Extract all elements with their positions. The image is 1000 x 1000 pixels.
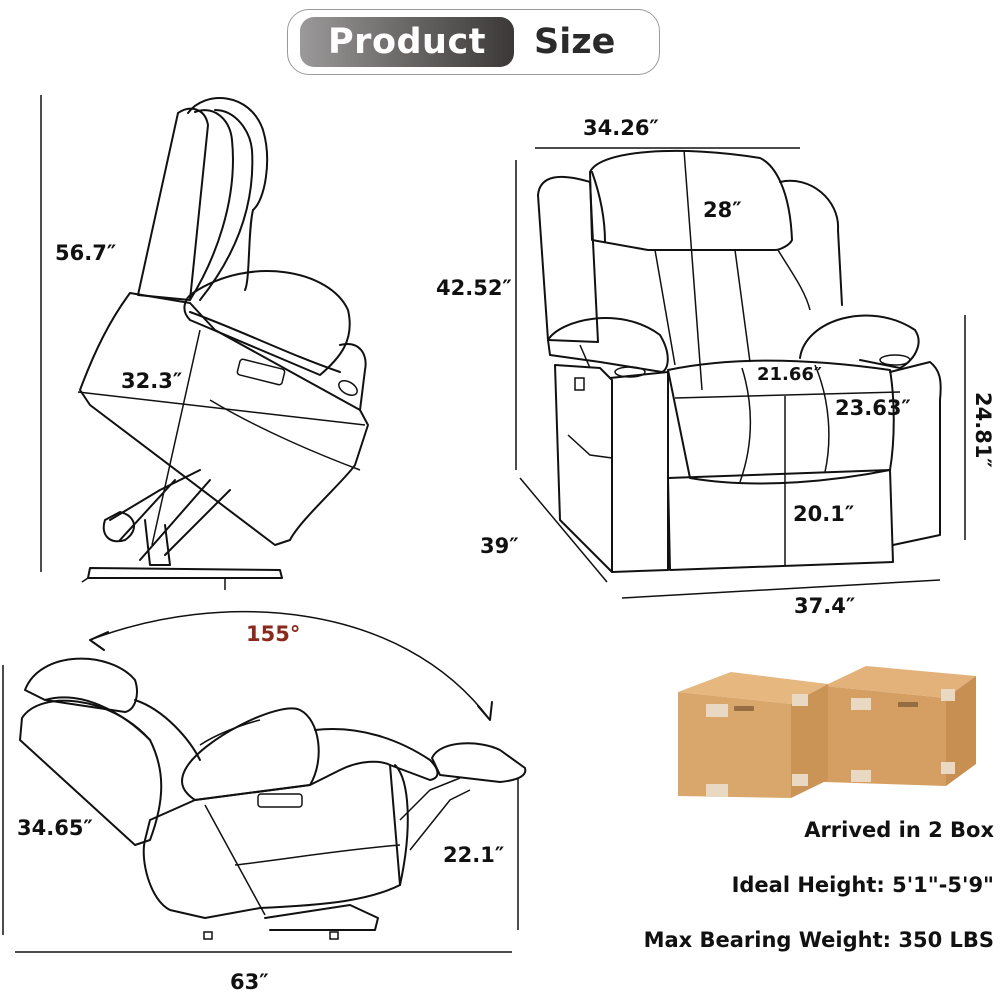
seat-depth-label: 23.63″ (835, 396, 911, 420)
front-width-label: 34.26″ (583, 116, 659, 140)
seat-width-label: 21.66″ (757, 364, 822, 385)
arm-height-label: 24.81″ (971, 392, 995, 468)
base-width-label: 37.4″ (794, 594, 856, 618)
reclined-height-label: 34.65″ (17, 816, 93, 840)
title-rest: Size (534, 22, 616, 62)
arrival-spec: Arrived in 2 Box (804, 818, 994, 842)
ideal-height-spec: Ideal Height: 5'1"-5'9" (731, 873, 994, 897)
reclined-chair-drawing (2, 610, 527, 953)
seat-height-label: 20.1″ (793, 502, 855, 526)
lift-chair-drawing (40, 95, 369, 590)
title-highlight: Product (300, 17, 514, 67)
footrest-height-label: 22.1″ (443, 843, 505, 867)
overall-height-label: 42.52″ (436, 276, 512, 300)
backrest-height-label: 28″ (703, 198, 742, 222)
lift-height-label: 56.7″ (55, 241, 117, 265)
reclined-length-label: 63″ (230, 970, 269, 994)
depth-label: 39″ (480, 534, 519, 558)
product-size-title: Product Size (287, 9, 660, 75)
max-weight-spec: Max Bearing Weight: 350 LBS (643, 928, 994, 952)
lift-depth-label: 32.3″ (121, 369, 183, 393)
shipping-boxes (676, 664, 978, 804)
front-chair-drawing (515, 147, 966, 599)
recline-angle-label: 155° (246, 622, 301, 646)
box-icon (678, 666, 976, 798)
